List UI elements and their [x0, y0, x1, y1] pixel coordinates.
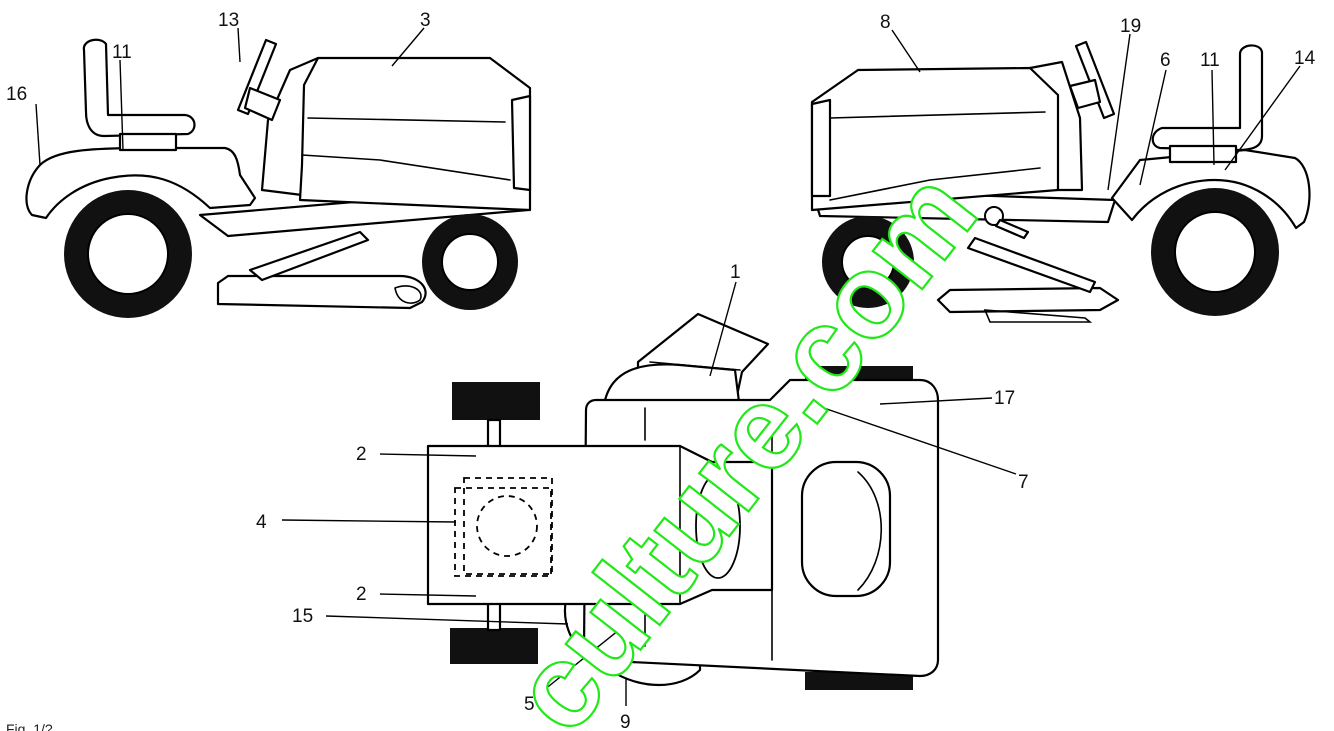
decal-4-outline [454, 487, 552, 577]
left-side-view [25, 38, 532, 318]
seat-left [82, 38, 196, 138]
callout-4: 4 [256, 512, 267, 533]
callout-9: 9 [620, 712, 631, 731]
callout-17: 17 [994, 388, 1015, 409]
rear-tire-bottom [805, 672, 913, 690]
seat-top [800, 460, 892, 598]
callout-7: 7 [1018, 472, 1029, 493]
callout-3: 3 [420, 10, 431, 31]
hood-top [426, 444, 774, 606]
callout-2-top: 2 [356, 444, 367, 465]
cutting-deck-right [936, 286, 1120, 314]
top-view [426, 312, 940, 690]
leader-lines [35, 27, 1301, 706]
callout-6: 6 [1160, 50, 1171, 71]
callout-1: 1 [730, 262, 741, 283]
right-side-view [810, 40, 1311, 323]
callout-15: 15 [292, 606, 313, 627]
callout-11-left: 11 [112, 42, 132, 63]
callout-8: 8 [880, 12, 891, 33]
cutting-deck-left [216, 274, 427, 310]
partial-caption: Fig. 1/? [6, 721, 53, 731]
callout-11-right: 11 [1200, 50, 1220, 71]
callout-14: 14 [1294, 48, 1316, 69]
seat-right [1151, 44, 1264, 152]
callout-16: 16 [6, 84, 27, 105]
front-tire-bottom [450, 628, 538, 664]
deck-top [602, 363, 742, 412]
callout-2-bottom: 2 [356, 584, 367, 605]
callout-numbers: 13 11 16 3 8 19 6 11 14 1 17 7 2 4 2 15 … [6, 10, 1316, 731]
callout-13: 13 [218, 10, 239, 31]
callout-19: 19 [1120, 16, 1141, 37]
hood-left [298, 56, 532, 212]
callout-5: 5 [524, 694, 535, 715]
front-tire-top [452, 382, 540, 420]
rear-fender-right [1110, 148, 1311, 230]
